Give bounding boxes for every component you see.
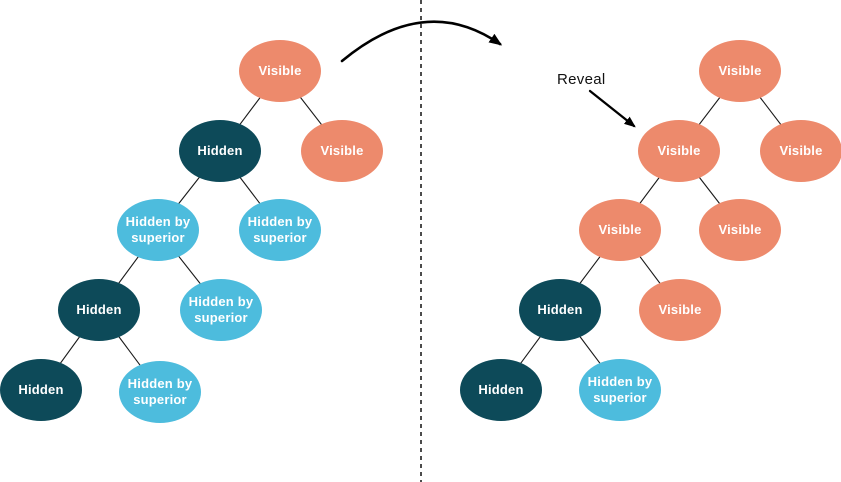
- tree-node-hidden-by-superior: Hidden by superior: [180, 279, 262, 341]
- tree-node-label: Hidden by superior: [125, 214, 191, 245]
- tree-node-visible: Visible: [760, 120, 841, 182]
- tree-node-visible: Visible: [579, 199, 661, 261]
- tree-node-label: Visible: [718, 63, 762, 79]
- tree-node-label: Hidden by superior: [247, 214, 313, 245]
- tree-node-label: Visible: [658, 302, 702, 318]
- tree-node-label: Hidden: [197, 143, 243, 159]
- tree-node-label: Visible: [779, 143, 823, 159]
- reveal-label: Reveal: [557, 71, 606, 88]
- tree-node-hidden-by-superior: Hidden by superior: [239, 199, 321, 261]
- tree-node-label: Visible: [718, 222, 762, 238]
- tree-node-visible: Visible: [699, 40, 781, 102]
- tree-node-hidden-by-superior: Hidden by superior: [119, 361, 201, 423]
- tree-node-hidden: Hidden: [58, 279, 140, 341]
- tree-node-label: Visible: [258, 63, 302, 79]
- transform-arrow: [340, 20, 503, 63]
- tree-node-hidden-by-superior: Hidden by superior: [579, 359, 661, 421]
- tree-node-visible: Visible: [239, 40, 321, 102]
- tree-node-visible: Visible: [638, 120, 720, 182]
- tree-node-label: Hidden: [537, 302, 583, 318]
- tree-node-visible: Visible: [639, 279, 721, 341]
- tree-node-label: Hidden: [478, 382, 524, 398]
- tree-node-hidden-by-superior: Hidden by superior: [117, 199, 199, 261]
- tree-node-visible: Visible: [699, 199, 781, 261]
- reveal-arrow: [588, 89, 636, 128]
- tree-node-label: Hidden: [18, 382, 64, 398]
- tree-node-hidden: Hidden: [460, 359, 542, 421]
- tree-node-label: Visible: [657, 143, 701, 159]
- tree-node-label: Hidden by superior: [587, 374, 653, 405]
- tree-node-visible: Visible: [301, 120, 383, 182]
- tree-node-label: Hidden by superior: [188, 294, 254, 325]
- tree-node-hidden: Hidden: [0, 359, 82, 421]
- tree-node-label: Hidden: [76, 302, 122, 318]
- tree-node-label: Hidden by superior: [127, 376, 193, 407]
- tree-node-label: Visible: [320, 143, 364, 159]
- tree-node-hidden: Hidden: [179, 120, 261, 182]
- tree-node-hidden: Hidden: [519, 279, 601, 341]
- tree-node-label: Visible: [598, 222, 642, 238]
